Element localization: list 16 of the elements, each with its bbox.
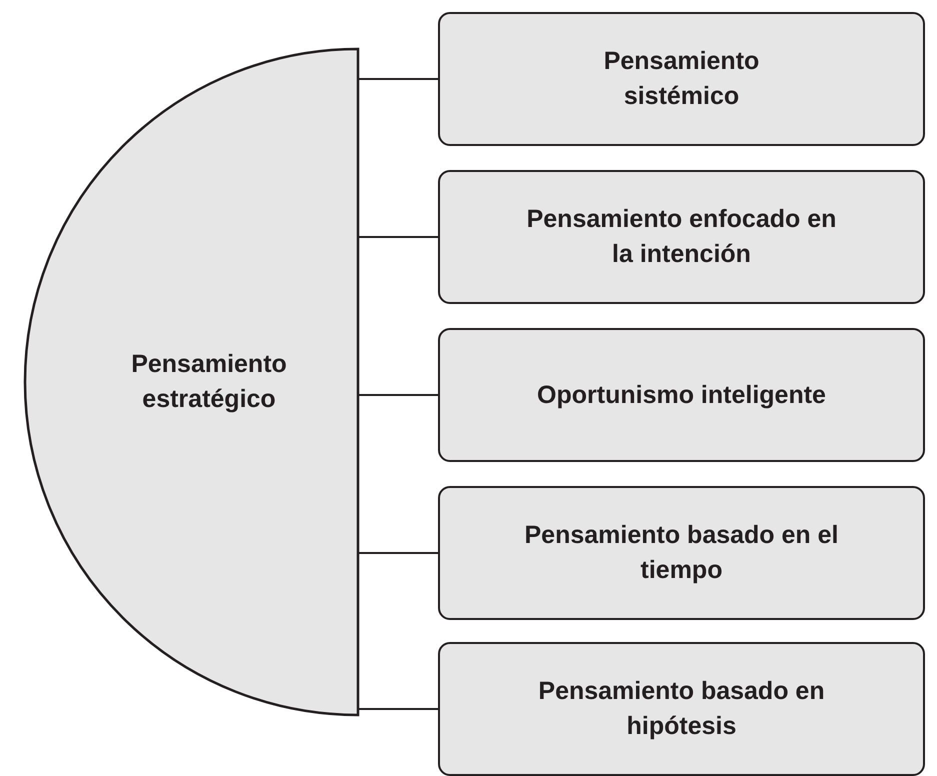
connector-line [359, 708, 439, 710]
node-label: Pensamiento basado en hipótesis [537, 676, 826, 742]
connector-line [359, 78, 439, 80]
rounded-box [438, 642, 925, 776]
connector-line [359, 236, 439, 238]
connector-line [359, 552, 439, 554]
node-label: Pensamiento basado en el tiempo [524, 520, 840, 586]
node-label: Oportunismo inteligente [537, 380, 826, 410]
node-label: Pensamiento sistémico [602, 46, 760, 112]
rounded-box [438, 170, 925, 304]
node-label: Pensamiento enfocado en la intención [526, 204, 838, 270]
rounded-box [438, 12, 925, 146]
node-label: Pensamiento estratégico [130, 349, 288, 415]
connector-line [359, 394, 439, 396]
rounded-box [438, 486, 925, 620]
rounded-box [438, 328, 925, 462]
